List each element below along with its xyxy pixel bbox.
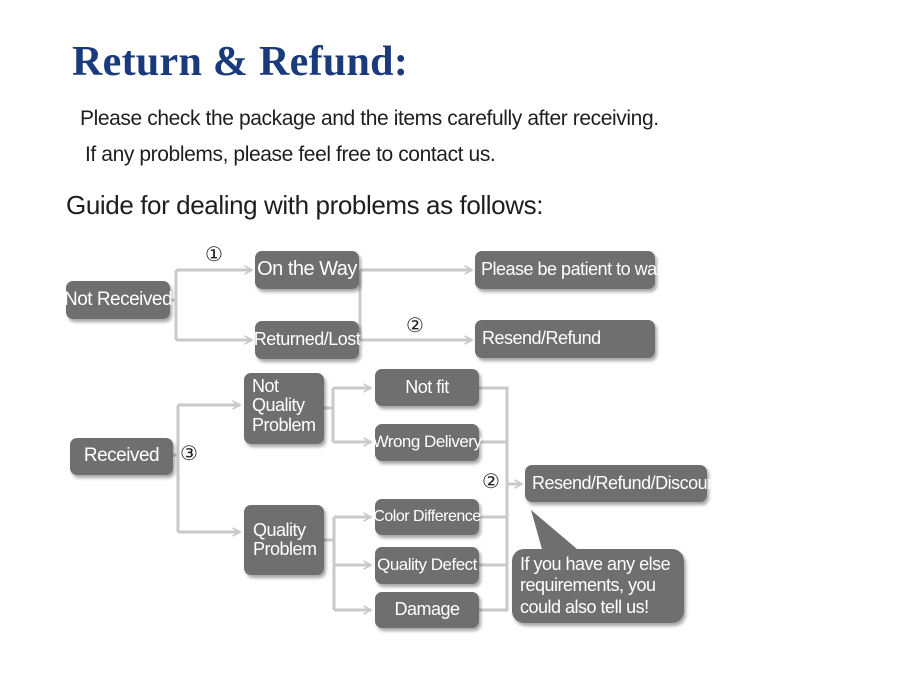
not-quality-problem-label: Not Quality Problem: [252, 376, 316, 435]
quality-defect-box: Quality Defect: [375, 547, 479, 584]
resend-refund-box: Resend/Refund: [475, 320, 655, 358]
not-fit-box: Not fit: [375, 369, 479, 406]
quality-problem-label: Quality Problem: [253, 519, 317, 559]
on-the-way-box: On the Way: [255, 251, 359, 289]
note-bubble: If you have any else requirements, you c…: [512, 549, 684, 623]
guide-heading: Guide for dealing with problems as follo…: [66, 190, 544, 220]
page-title: Return & Refund:: [72, 39, 409, 85]
damage-box: Damage: [375, 592, 479, 628]
marker-two: ②: [406, 313, 424, 337]
marker-three: ③: [180, 441, 198, 465]
color-difference-box: Color Difference: [373, 499, 481, 535]
quality-problem-box: Quality Problem: [244, 505, 324, 575]
marker-one: ①: [205, 242, 223, 266]
not-received-box: Not Received: [64, 281, 173, 319]
resend-refund-discount-box: Resend/Refund/Discount: [525, 465, 722, 502]
please-be-patient-box: Please be patient to wait: [475, 251, 665, 289]
not-quality-problem-box: Not Quality Problem: [244, 373, 324, 444]
intro-line-2: If any problems, please feel free to con…: [85, 143, 496, 166]
returned-lost-box: Returned/Lost: [254, 321, 361, 359]
note-text: If you have any else requirements, you c…: [520, 553, 671, 617]
marker-two-second: ②: [482, 469, 500, 493]
intro-line-1: Please check the package and the items c…: [80, 107, 659, 130]
wrong-delivery-box: Wrong Delivery: [373, 424, 482, 461]
received-box: Received: [70, 438, 173, 475]
